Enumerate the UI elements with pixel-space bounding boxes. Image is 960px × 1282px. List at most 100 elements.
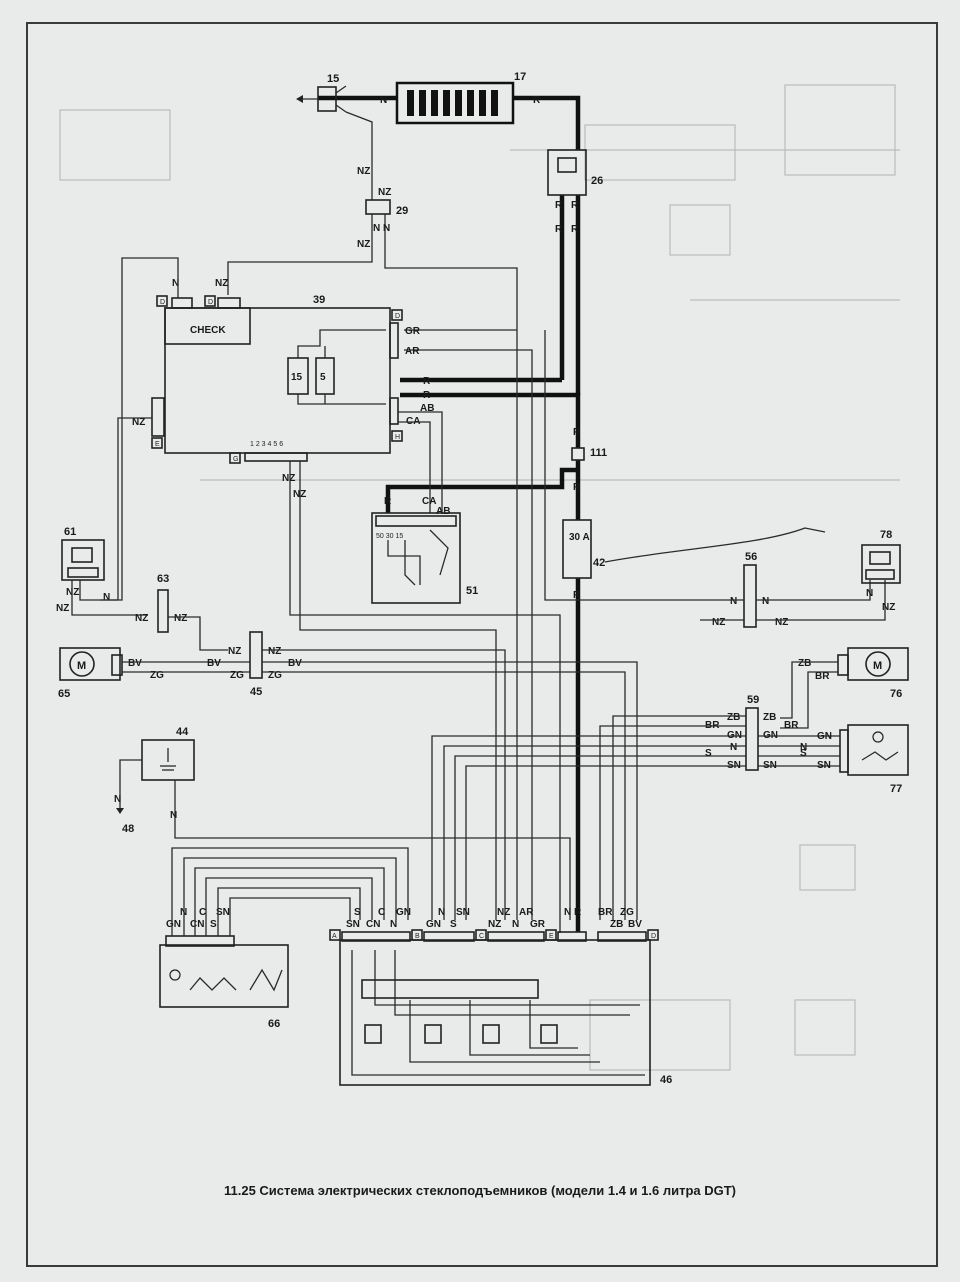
label-111: 111 bbox=[590, 447, 607, 459]
wire-label-br: BR bbox=[815, 671, 830, 682]
wire-label-nz: NZ bbox=[488, 919, 501, 930]
wire-label-bv: BV bbox=[628, 919, 642, 930]
connector-h: H bbox=[395, 434, 400, 441]
label-59: 59 bbox=[747, 694, 759, 706]
motor-symbol: M bbox=[77, 660, 86, 672]
label-39: 39 bbox=[313, 294, 325, 306]
label-44: 44 bbox=[176, 726, 189, 738]
label-65: 65 bbox=[58, 688, 70, 700]
wire-label-nz: NZ bbox=[378, 187, 391, 198]
page-frame bbox=[26, 22, 938, 1267]
wire-label-n: N bbox=[512, 919, 519, 930]
label-63: 63 bbox=[157, 573, 169, 585]
component-66-switch-panel: 66 GN N CN C S SN bbox=[159, 847, 409, 1030]
label-78: 78 bbox=[880, 529, 892, 541]
fuse-5-label: 5 bbox=[320, 372, 326, 383]
label-15: 15 bbox=[327, 73, 339, 85]
wire-label-r: R bbox=[423, 390, 431, 401]
label-26: 26 bbox=[591, 175, 603, 187]
wire-label-ar: AR bbox=[519, 907, 534, 918]
connector-g: G bbox=[233, 456, 238, 463]
wire-label-zg: ZG bbox=[230, 670, 244, 681]
wire-label-r: R bbox=[571, 224, 579, 235]
wire-label-nz: NZ bbox=[882, 602, 895, 613]
wire-label-r: R bbox=[384, 496, 392, 507]
wire-label-n: N bbox=[564, 907, 571, 918]
label-17: 17 bbox=[514, 71, 526, 83]
wire-label-s: S bbox=[450, 919, 457, 930]
wire-label-r: R bbox=[573, 427, 581, 438]
wire-label-r: R bbox=[423, 376, 431, 387]
figure-caption: 11.25 Система электрических стеклоподъем… bbox=[223, 1183, 737, 1198]
connector-c: C bbox=[479, 933, 484, 940]
wire-label-n: N bbox=[730, 596, 737, 607]
wire-label-nz: NZ bbox=[268, 646, 281, 657]
label-61: 61 bbox=[64, 526, 76, 538]
component-17-battery: 17 N R bbox=[380, 71, 541, 125]
wire-label-sn: SN bbox=[817, 760, 831, 771]
wire-label-nz: NZ bbox=[282, 473, 295, 484]
wire-label-gn: GN bbox=[396, 907, 411, 918]
wire-label-nz: NZ bbox=[228, 646, 241, 657]
wire-label-zg: ZG bbox=[150, 670, 164, 681]
wire-label-gr: GR bbox=[530, 919, 546, 930]
connector-d: D bbox=[208, 299, 213, 306]
wire-label-ca: CA bbox=[422, 496, 436, 507]
wire-label-n: N bbox=[114, 794, 121, 805]
wire-label-c: C bbox=[378, 907, 385, 918]
wire-label-s: S bbox=[705, 748, 712, 759]
wire-label-r: R bbox=[574, 907, 582, 918]
wire-label-n: N bbox=[438, 907, 445, 918]
wire-label-n: N bbox=[103, 592, 110, 603]
wire-label-cn: CN bbox=[190, 919, 204, 930]
wire-label-br: BR bbox=[784, 720, 799, 731]
connector-d: D bbox=[651, 933, 656, 940]
wire-label-gn: GN bbox=[166, 919, 181, 930]
wire-label-bv: BV bbox=[128, 658, 142, 669]
label-66: 66 bbox=[268, 1018, 280, 1030]
wire-label-zg: ZG bbox=[620, 907, 634, 918]
wire-label-n: N bbox=[172, 278, 179, 289]
wire-label-nz: NZ bbox=[357, 166, 370, 177]
component-59-connector: 59 ZB BR GN N S SN ZB BR GN N S SN bbox=[431, 694, 840, 920]
wire-label-r: R bbox=[573, 482, 581, 493]
wire-label-gn: GN bbox=[817, 731, 832, 742]
wire-label-sn: SN bbox=[346, 919, 360, 930]
wire-label-sn: SN bbox=[456, 907, 470, 918]
wire-label-gr: GR bbox=[405, 326, 421, 337]
fuse-42-label: 30 A bbox=[569, 532, 590, 543]
wire-label-n: N bbox=[373, 223, 380, 234]
label-77: 77 bbox=[890, 783, 902, 795]
connector-b: B bbox=[415, 933, 420, 940]
wire-label-zb: ZB bbox=[727, 712, 740, 723]
wire-label-s: S bbox=[210, 919, 217, 930]
wire-label-s: S bbox=[354, 907, 361, 918]
component-63-connector: 63 NZ NZ bbox=[135, 573, 228, 651]
wire-label-bv: BV bbox=[207, 658, 221, 669]
wire-label-ab: AB bbox=[436, 506, 450, 517]
wire-label-n: N bbox=[800, 742, 807, 753]
label-29: 29 bbox=[396, 205, 408, 217]
component-42-fuse: 30 A 42 R bbox=[562, 519, 826, 601]
wire-label-cn: CN bbox=[366, 919, 380, 930]
component-45-connector: 45 NZ BV ZG NZ BV ZG bbox=[207, 631, 638, 920]
label-51: 51 bbox=[466, 585, 478, 597]
label-42: 42 bbox=[593, 557, 605, 569]
component-26-relay: 26 R R R R bbox=[547, 149, 603, 235]
component-39-control-unit: CHECK 39 15 5 D D D H E bbox=[100, 257, 561, 933]
component-29-connector: 29 NZ NZ N N NZ bbox=[227, 166, 518, 920]
component-44: 44 48 N N bbox=[114, 726, 571, 920]
wire-label-gn: GN bbox=[426, 919, 441, 930]
connector-d: D bbox=[395, 313, 400, 320]
wire-label-nz: NZ bbox=[174, 613, 187, 624]
wire-label-n: N bbox=[170, 810, 177, 821]
component-76-motor: M 76 ZB BR bbox=[780, 647, 909, 729]
label-48: 48 bbox=[122, 823, 134, 835]
wire-label-n: N bbox=[390, 919, 397, 930]
pins-50-30-15: 50 30 15 bbox=[376, 533, 403, 540]
wire-label-c: C bbox=[199, 907, 206, 918]
wire-label-r: R bbox=[571, 200, 579, 211]
label-56: 56 bbox=[745, 551, 757, 563]
